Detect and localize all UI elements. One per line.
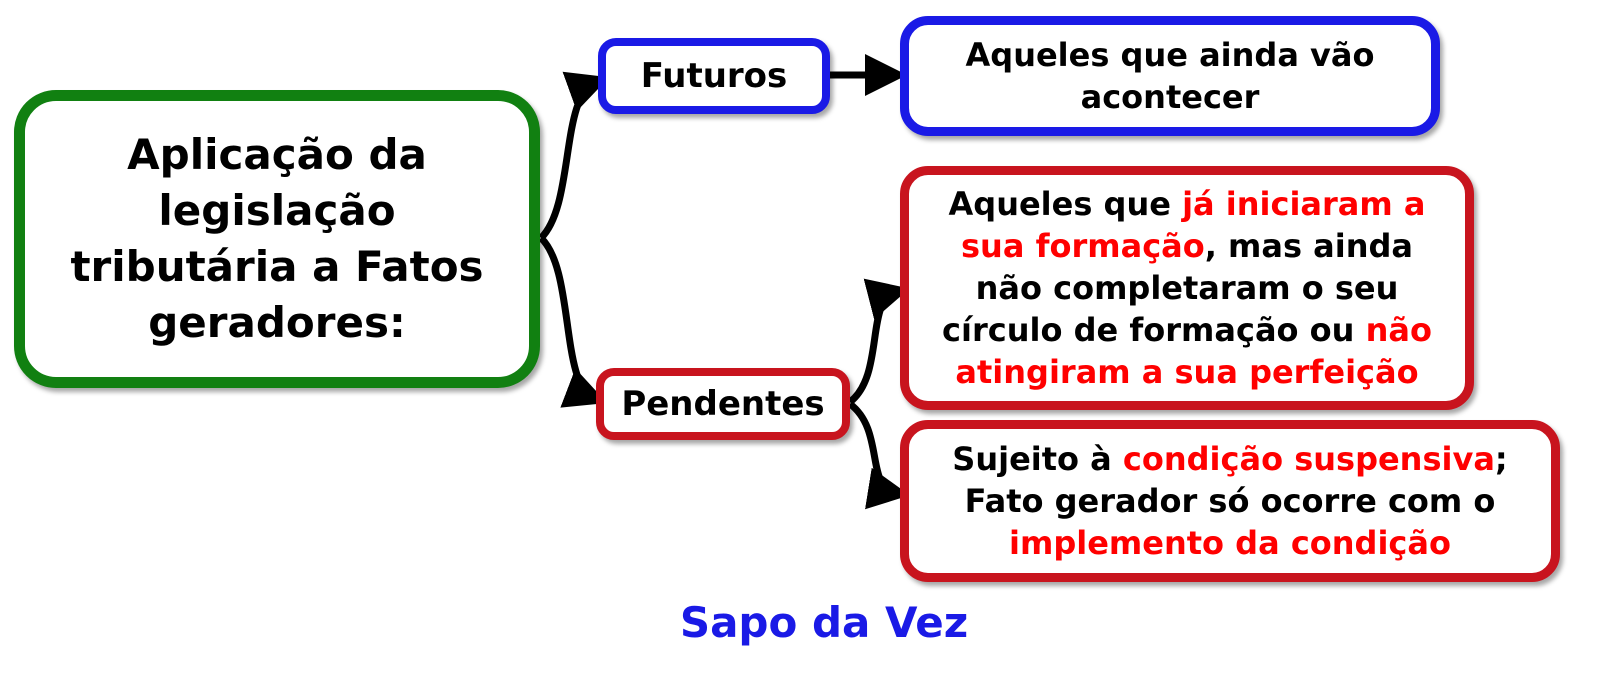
connector-pendentes-description-2: [847, 401, 910, 510]
pendentes-node: Pendentes: [596, 368, 850, 440]
futuros-node: Futuros: [598, 38, 830, 114]
highlight-text: não atingiram a sua perfeição: [955, 311, 1432, 391]
pendentes-description-2-node: Sujeito à condição suspensiva; Fato gera…: [900, 420, 1560, 582]
highlight-text: implemento da condição: [1009, 524, 1451, 562]
root-node: Aplicação da legislação tributária a Fat…: [14, 90, 540, 388]
futuros-label: Futuros: [640, 56, 788, 96]
futuros-description: Aqueles que ainda vão acontecer: [965, 36, 1375, 116]
pendentes-description-2: Sujeito à condição suspensiva; Fato gera…: [952, 440, 1508, 562]
highlight-text: já iniciaram a sua formação: [961, 185, 1426, 265]
root-title: Aplicação da legislação tributária a Fat…: [70, 130, 484, 347]
connector-pendentes-description-1: [847, 278, 910, 405]
connector-root-pendentes: [538, 235, 608, 408]
footer-credit: Sapo da Vez: [679, 598, 969, 647]
pendentes-description-1: Aqueles que já iniciaram a sua formação,…: [942, 185, 1432, 391]
pendentes-label: Pendentes: [621, 384, 825, 424]
connector-root-futuros: [538, 71, 610, 241]
pendentes-description-1-node: Aqueles que já iniciaram a sua formação,…: [900, 166, 1474, 410]
highlight-text: condição suspensiva: [1122, 440, 1495, 478]
futuros-description-node: Aqueles que ainda vão acontecer: [900, 16, 1440, 136]
